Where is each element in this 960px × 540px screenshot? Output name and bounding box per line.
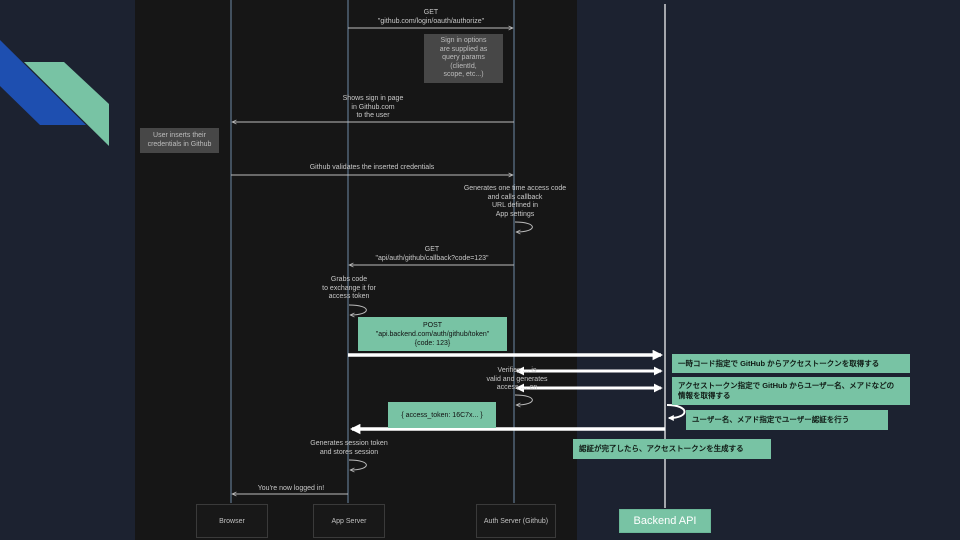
callout-step4: 認証が完了したら、アクセストークンを生成する bbox=[573, 439, 771, 459]
note-post-token: POST "api.backend.com/auth/github/token"… bbox=[358, 317, 507, 351]
self-arrow-grabs-code bbox=[348, 304, 367, 315]
note-user-inserts: User inserts their credentials in Github bbox=[140, 128, 219, 153]
green-stripe bbox=[24, 62, 109, 146]
self-arrow-session bbox=[348, 459, 367, 470]
label-validates: Github validates the inserted credential… bbox=[309, 164, 435, 171]
label-logged-in: You're now logged in! bbox=[257, 485, 325, 492]
label-shows-sign-in: Shows sign in page in Github.com to the … bbox=[342, 95, 404, 119]
participant-backend-api: Backend API bbox=[619, 509, 711, 533]
self-arrow-generates-code bbox=[514, 221, 533, 232]
label-generates-code: Generates one time access code and calls… bbox=[463, 185, 567, 218]
callout-step2: アクセストークン指定で GitHub からユーザー名、メアドなどの 情報を取得す… bbox=[672, 377, 910, 405]
label-generates-session: Generates session token and stores sessi… bbox=[310, 440, 388, 456]
white-self-arrow-backend bbox=[666, 404, 686, 421]
label-grabs-code: Grabs code to exchange it for access tok… bbox=[322, 276, 376, 300]
note-access-token: { access_token: 16C7x... } bbox=[388, 402, 496, 428]
blue-stripe bbox=[0, 40, 86, 125]
label-get-callback: GET "api/auth/github/callback?code=123" bbox=[375, 246, 489, 262]
self-arrow-verifies bbox=[514, 394, 533, 405]
label-get-authorize: GET "github.com/login/oauth/authorize" bbox=[377, 9, 485, 25]
callout-step3: ユーザー名、メアド指定でユーザー認証を行う bbox=[686, 410, 888, 430]
participant-browser: Browser bbox=[196, 504, 268, 538]
note-sign-in-options: Sign in options are supplied as query pa… bbox=[424, 34, 503, 83]
callout-step1: 一時コード指定で GitHub からアクセストークンを取得する bbox=[672, 354, 910, 373]
participant-app-server: App Server bbox=[313, 504, 385, 538]
participant-auth-server: Auth Server (Github) bbox=[476, 504, 556, 538]
label-verifies: Verifies … is valid and generates access… bbox=[486, 367, 548, 391]
sequence-diagram-panel bbox=[135, 0, 577, 540]
